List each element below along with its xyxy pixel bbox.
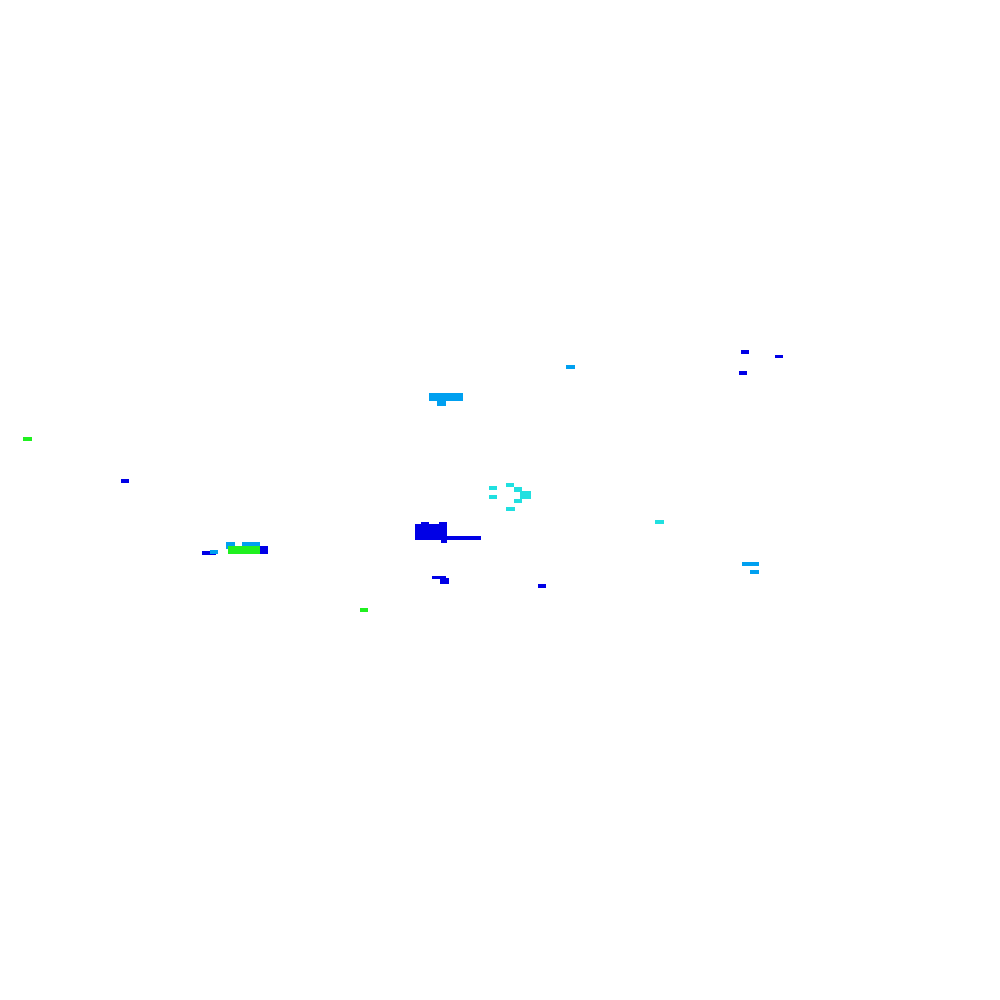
green-fragment (23, 437, 32, 441)
blue-fragment (121, 479, 129, 483)
blue-fragment (432, 576, 446, 579)
light-blue-block (429, 393, 463, 401)
blue-fragment (741, 350, 749, 354)
blue-fragment (421, 522, 429, 525)
blue-fragment (441, 538, 447, 543)
cyan-fragment (514, 499, 522, 503)
light-blue-fragment (566, 365, 575, 369)
cyan-fragment (506, 483, 514, 487)
cyan-fragment (655, 520, 664, 524)
light-blue-fragment (210, 550, 218, 554)
light-blue-fragment (437, 400, 446, 406)
cyan-fragment (489, 495, 497, 499)
blue-fragment (439, 522, 447, 525)
blue-fragment (538, 584, 546, 588)
blue-line (447, 536, 481, 540)
light-blue-fragment (750, 570, 759, 574)
blue-fragment (440, 578, 449, 584)
light-blue-fragment (226, 542, 235, 549)
cyan-fragment (520, 491, 531, 499)
blue-fragment (202, 551, 216, 555)
blue-fragment (775, 355, 783, 358)
blue-fragment (259, 546, 268, 554)
cyan-fragment (514, 487, 522, 492)
cyan-fragment (489, 486, 497, 490)
light-blue-fragment (742, 562, 759, 566)
green-fragment (360, 608, 368, 612)
blue-block (415, 524, 447, 540)
blue-fragment (739, 371, 747, 375)
cyan-fragment (506, 507, 515, 511)
green-block (228, 546, 260, 554)
light-blue-fragment (242, 542, 260, 546)
